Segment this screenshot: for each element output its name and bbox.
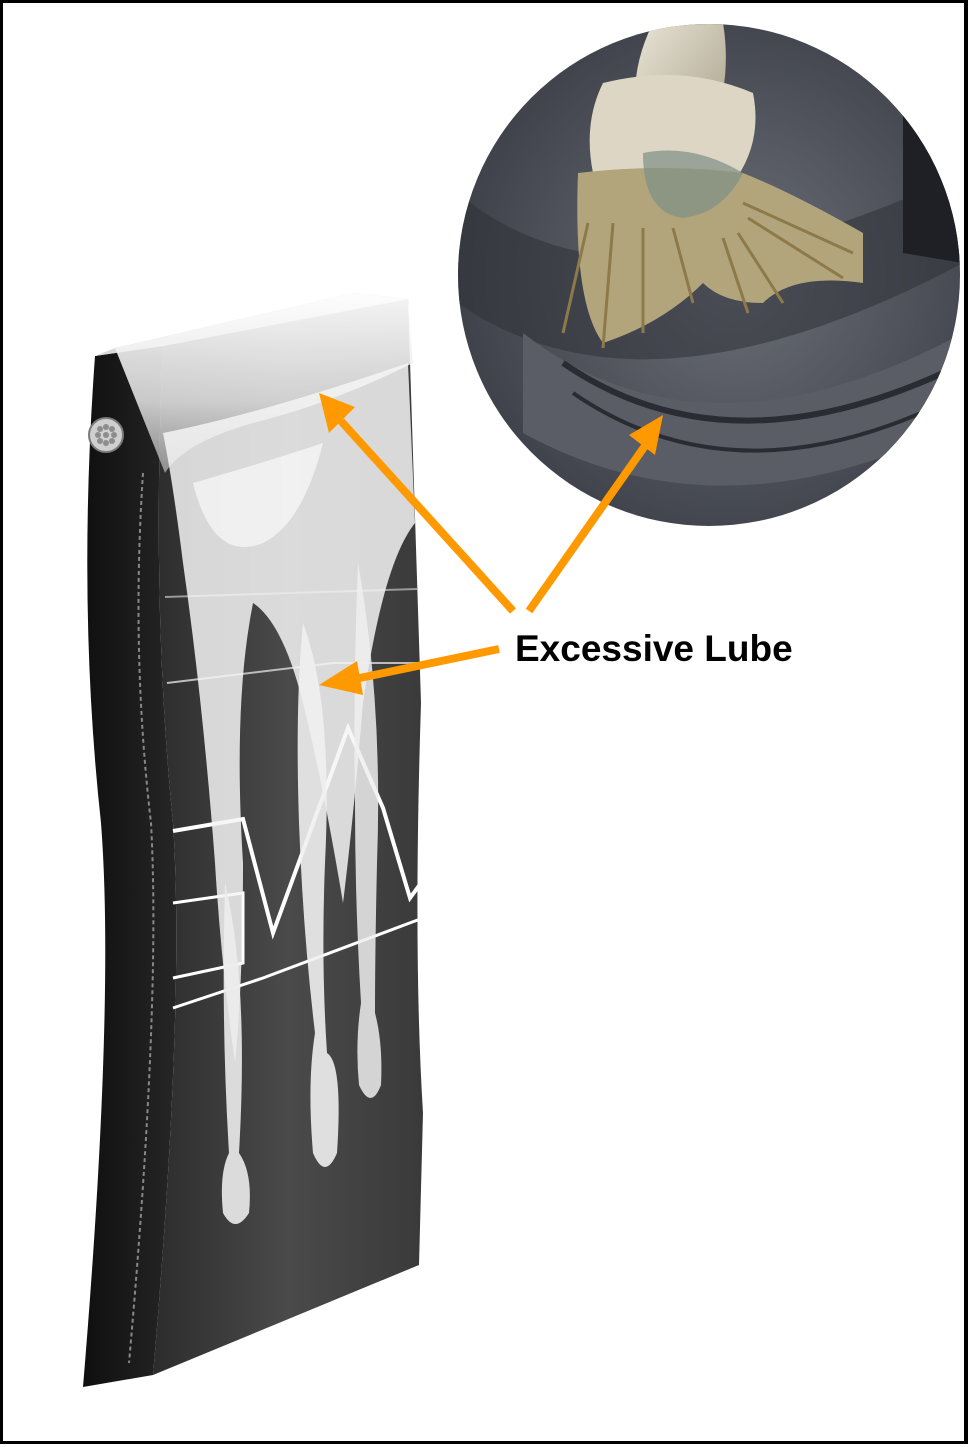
- excessive-lube-label: Excessive Lube: [515, 627, 793, 671]
- cable-strands: [95, 424, 117, 446]
- inset-photo: [458, 23, 963, 526]
- figure-illustration: [3, 3, 968, 1447]
